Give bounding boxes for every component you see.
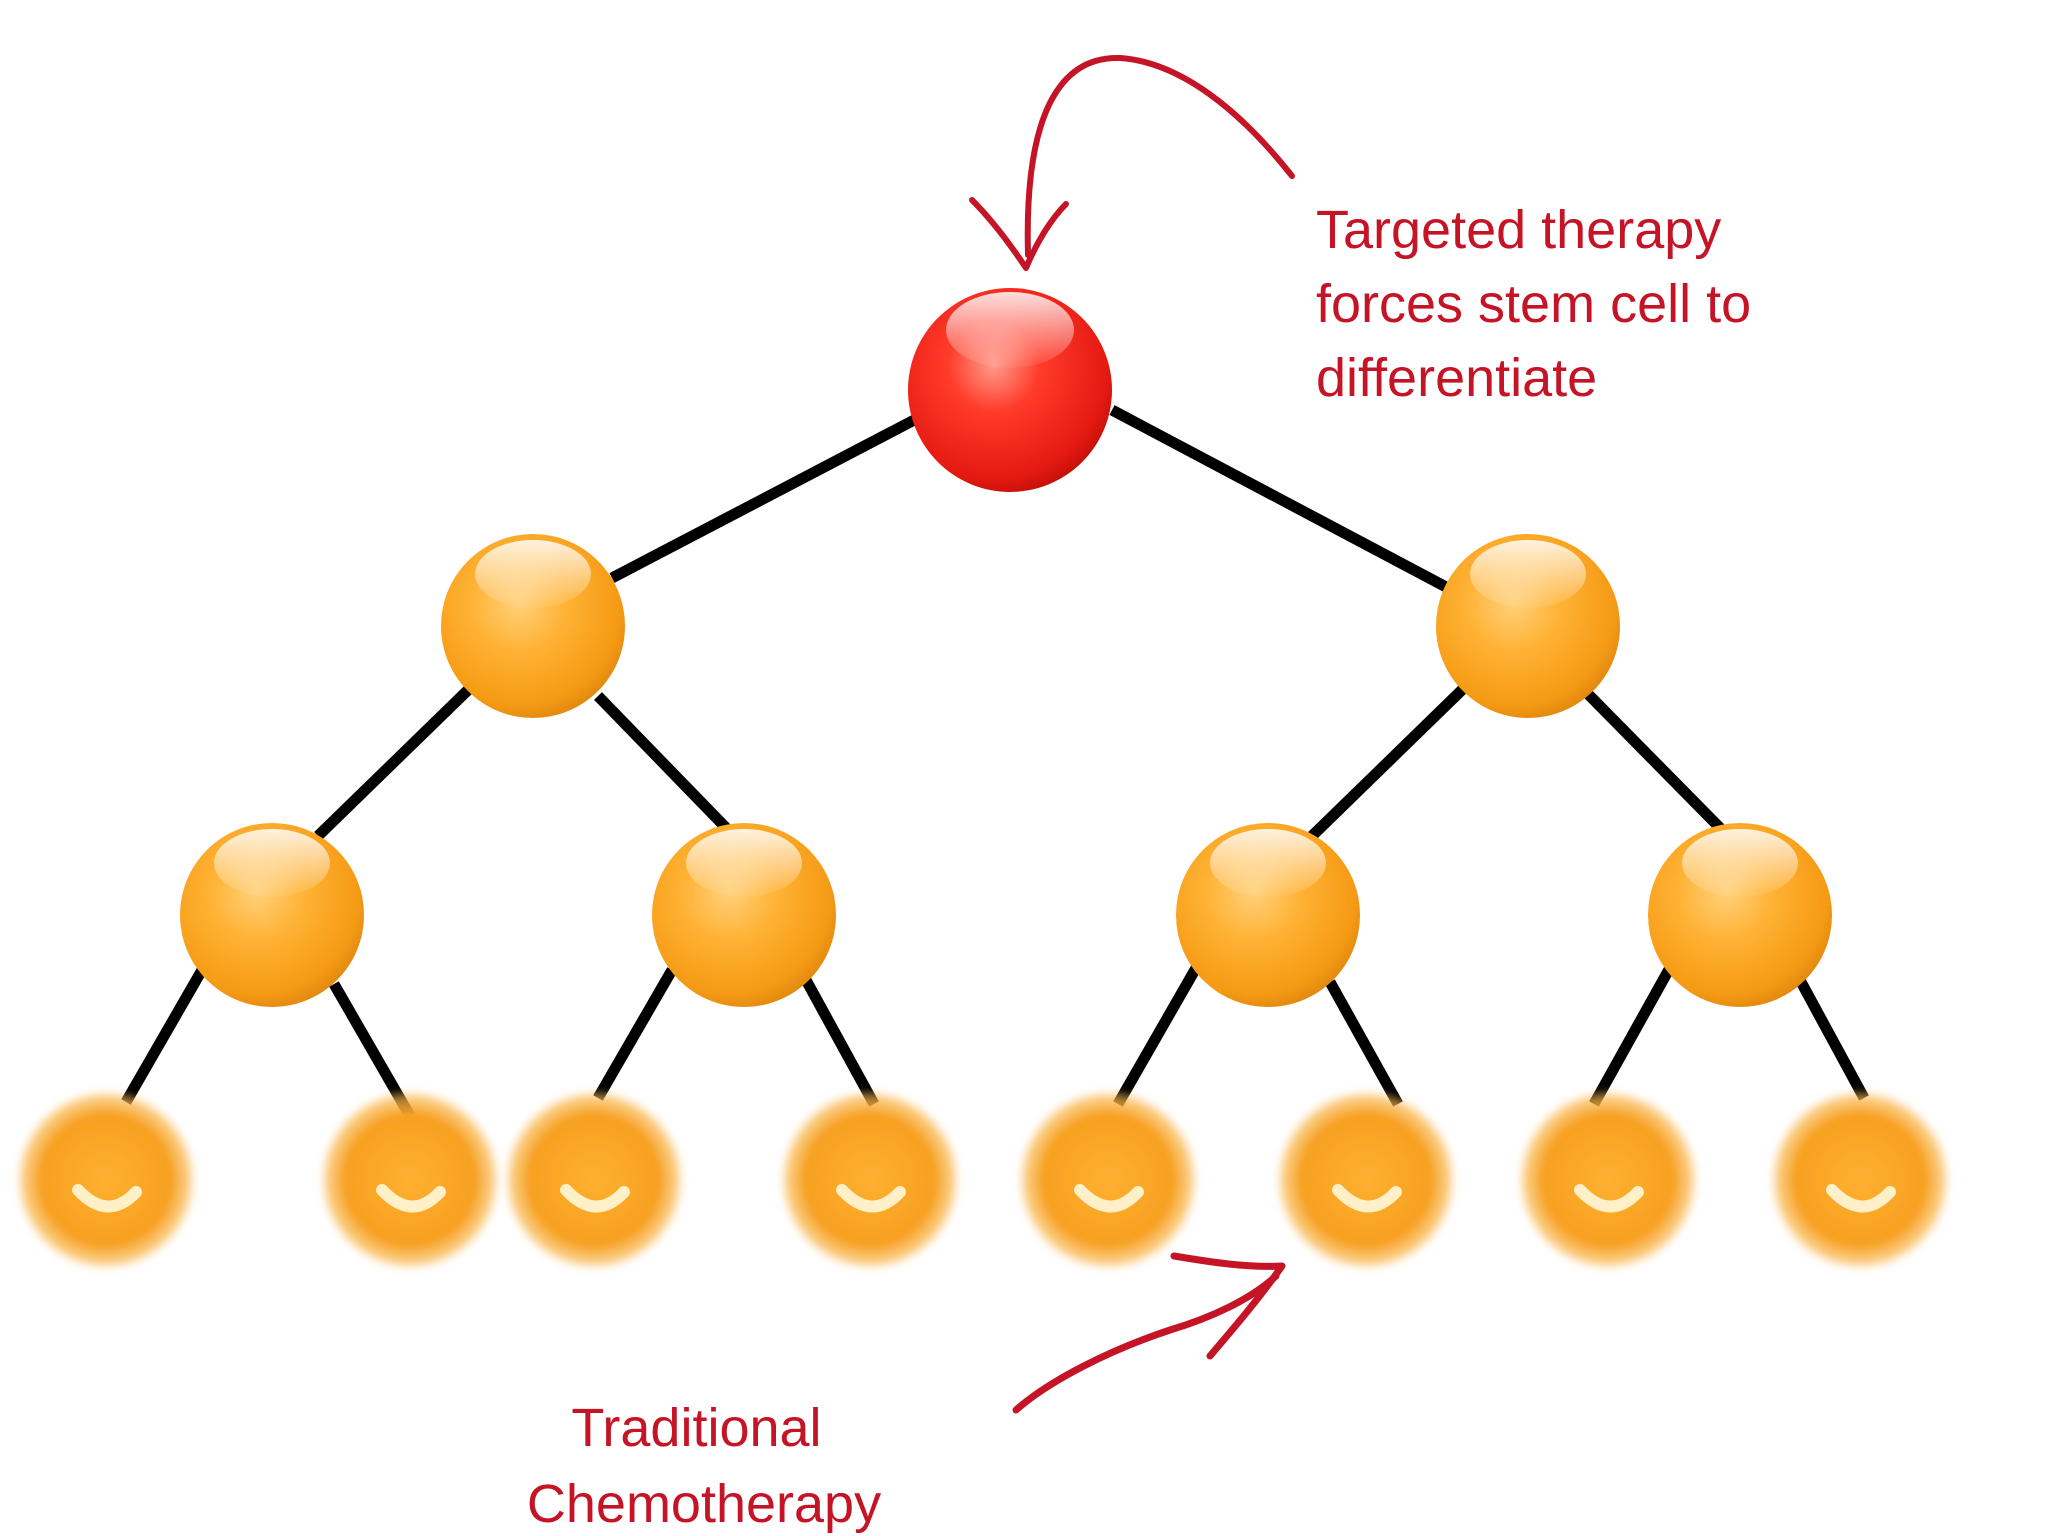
differentiated-cell xyxy=(502,1088,686,1272)
chemotherapy-line: Chemotherapy xyxy=(527,1474,881,1534)
connector-line xyxy=(801,977,879,1107)
progenitor-cell xyxy=(1176,823,1360,1007)
connector-line xyxy=(1113,965,1201,1107)
targeted-therapy-line: forces stem cell to xyxy=(1316,274,1751,334)
connector-line xyxy=(1308,682,1470,840)
progenitor-cell xyxy=(180,823,364,1007)
differentiated-cell xyxy=(14,1088,198,1272)
connector-line xyxy=(594,692,736,838)
progenitor-cell xyxy=(441,534,625,718)
differentiated-cell xyxy=(1516,1088,1700,1272)
differentiated-cell xyxy=(1768,1088,1952,1272)
stem-cell xyxy=(908,288,1112,492)
connector-line xyxy=(593,967,677,1101)
connector-line xyxy=(1795,977,1869,1101)
chemotherapy-label: Traditional Chemotherapy xyxy=(527,1398,881,1534)
differentiated-cell xyxy=(1274,1088,1458,1272)
targeted-therapy-arrow xyxy=(969,54,1295,271)
differentiated-cell xyxy=(778,1088,962,1272)
connector-line xyxy=(1109,405,1451,593)
progenitor-cell xyxy=(652,823,836,1007)
connector-line xyxy=(314,686,472,840)
connector-line xyxy=(1584,690,1730,838)
chemotherapy-line: Traditional xyxy=(571,1398,821,1458)
differentiated-cells xyxy=(14,1088,1952,1272)
connector-line xyxy=(1589,961,1677,1107)
connector-line xyxy=(1325,979,1403,1107)
connector-line xyxy=(121,967,207,1105)
targeted-therapy-label: Targeted therapy forces stem cell to dif… xyxy=(1316,200,1766,408)
progenitor-cell xyxy=(1436,534,1620,718)
targeted-therapy-line: differentiate xyxy=(1316,348,1597,408)
connectors xyxy=(121,405,1869,1119)
differentiated-cell xyxy=(1016,1088,1200,1272)
connector-line xyxy=(609,413,921,583)
chemotherapy-arrow xyxy=(1012,1252,1286,1414)
progenitor-cell xyxy=(1648,823,1832,1007)
targeted-therapy-line: Targeted therapy xyxy=(1316,200,1721,260)
differentiated-cell xyxy=(318,1088,502,1272)
